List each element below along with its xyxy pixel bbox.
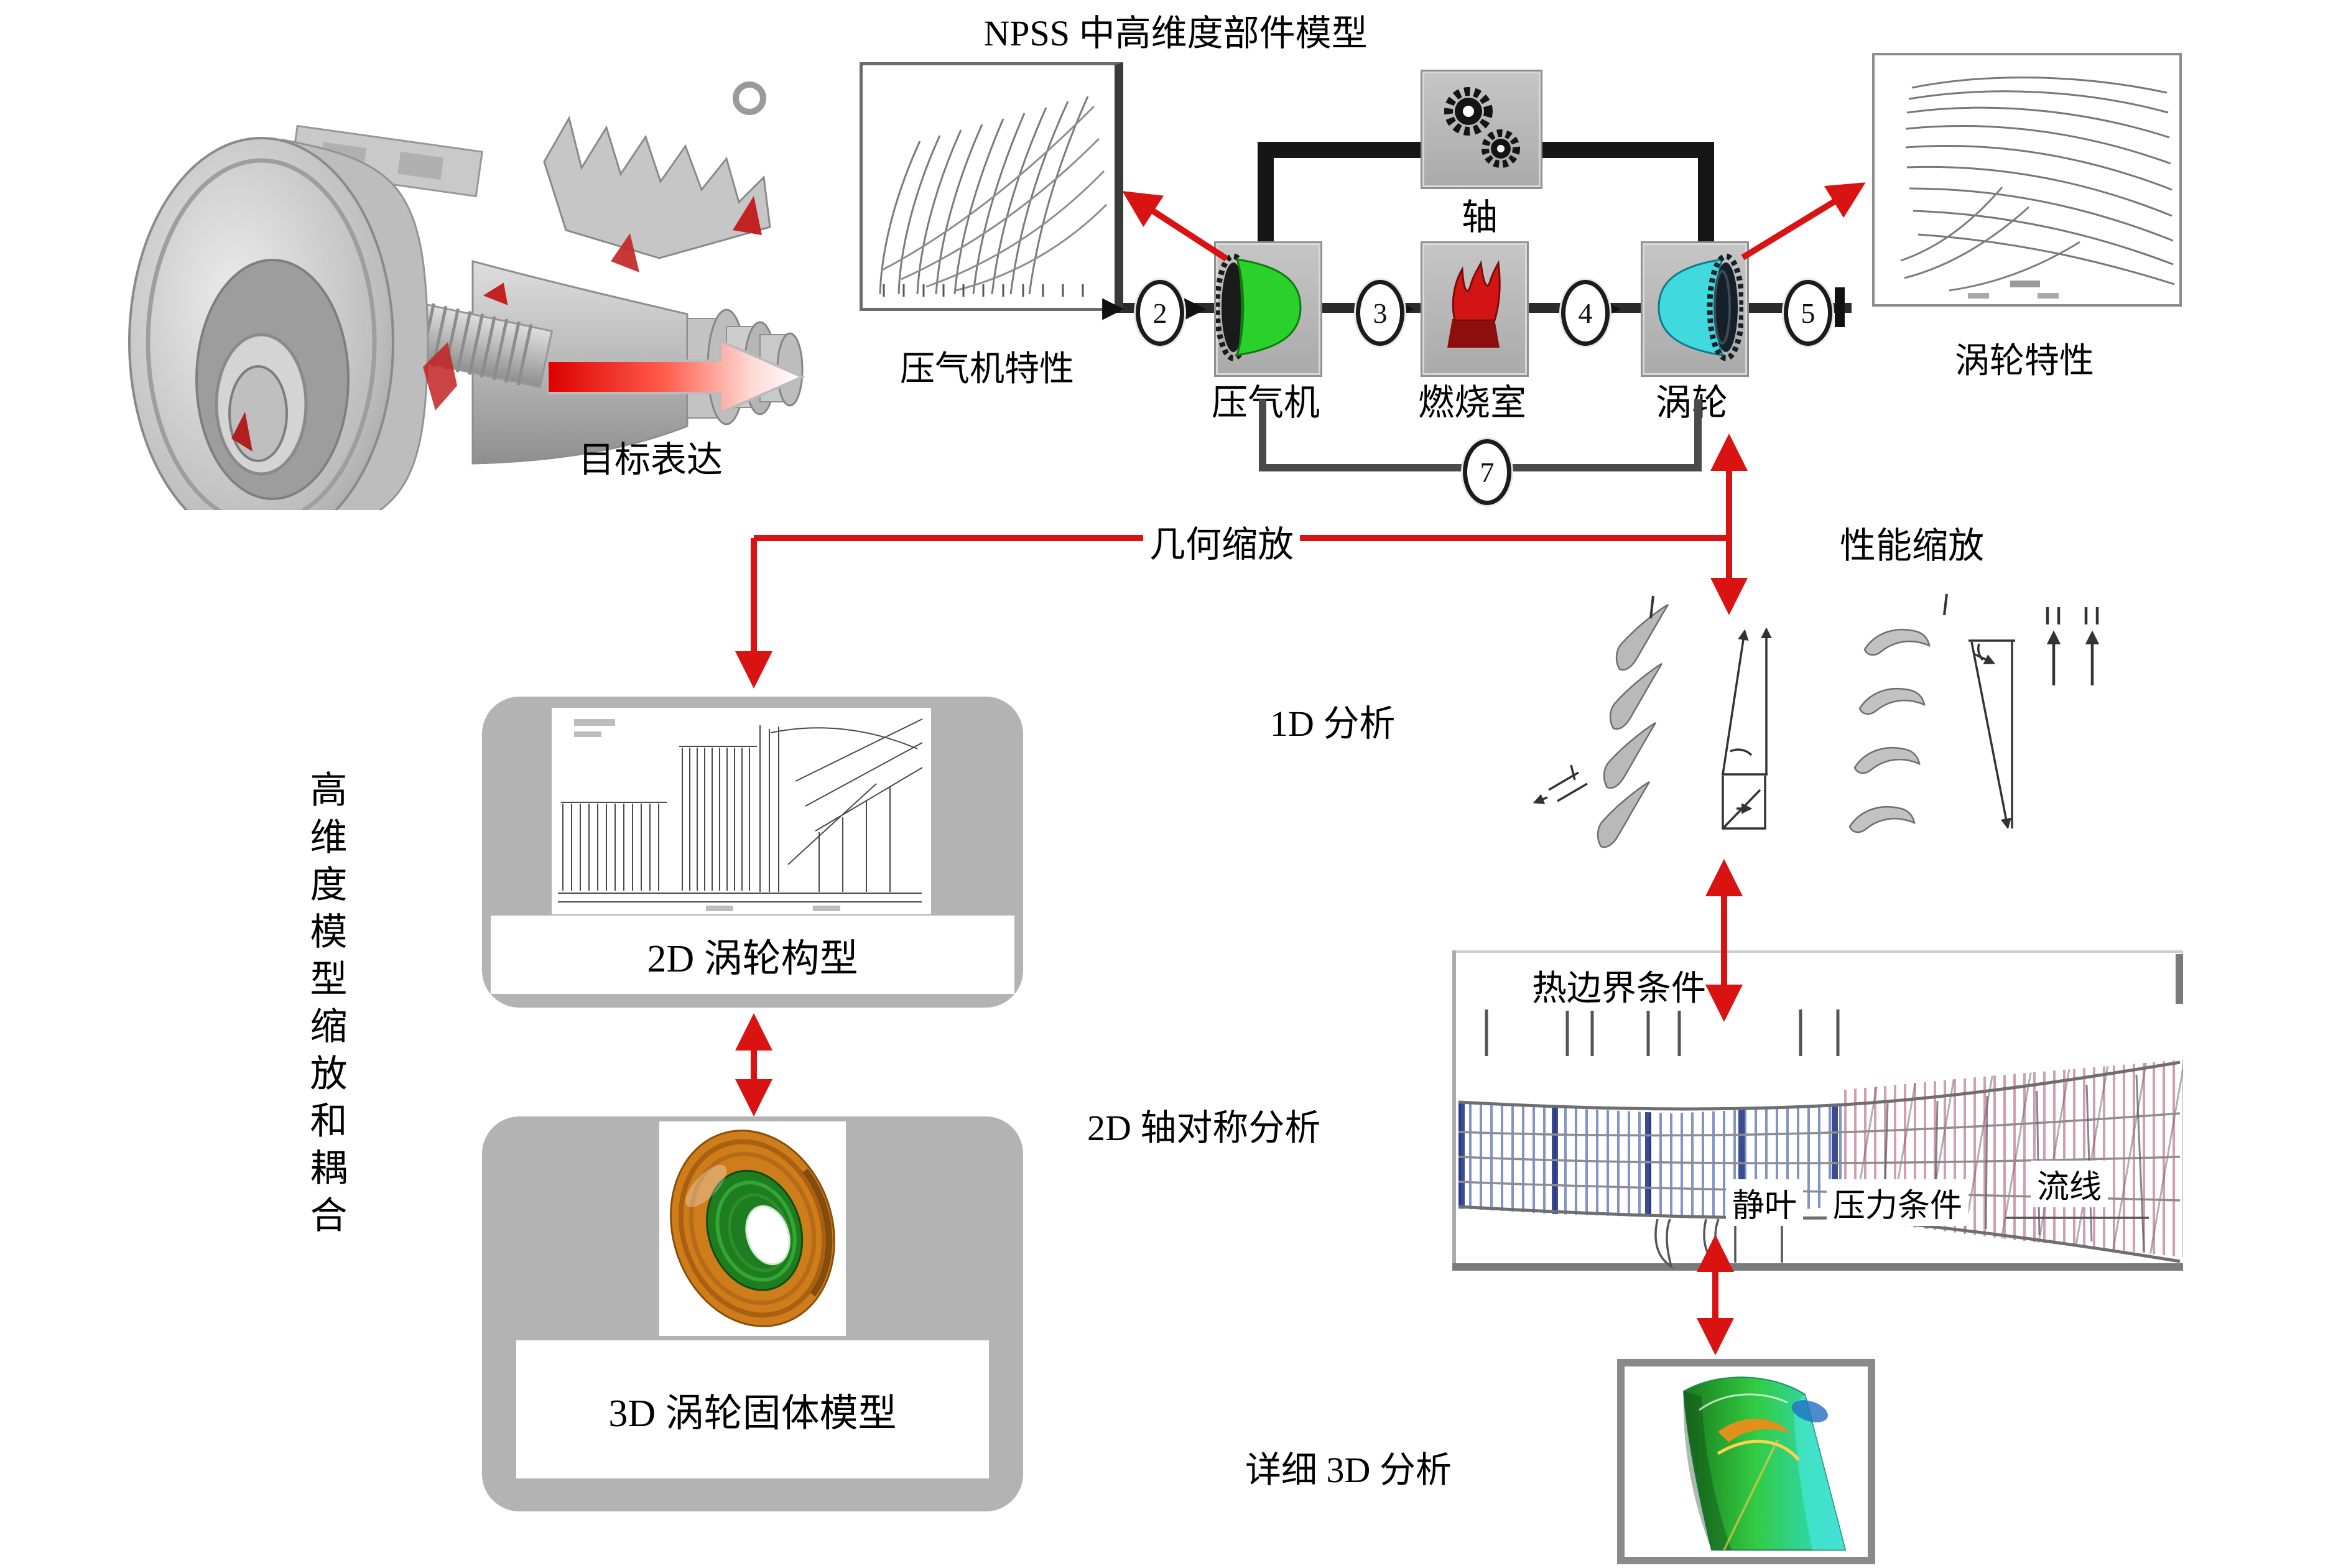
- arrow-turbine-to-map: [1741, 182, 1866, 261]
- station-number: 7: [1480, 456, 1495, 488]
- flow-end-cap: [1835, 287, 1845, 327]
- shaft-gears-box: [1421, 70, 1542, 189]
- turbine-map-panel: [1872, 53, 2182, 307]
- geometric-scaling-label: 几何缩放: [1143, 515, 1301, 567]
- goal-caption: 目标表达: [578, 440, 723, 480]
- station-circle-3: 3: [1356, 280, 1404, 346]
- analysis-1d-label: 1D 分析: [1270, 703, 1396, 744]
- engine-cutaway-image: [128, 81, 804, 510]
- performance-scaling-label: 性能缩放: [1840, 526, 1985, 566]
- blade-3d-render: [1682, 1376, 1847, 1551]
- loop-line-right: [1694, 399, 1702, 471]
- box-3d-label: 3D 涡轮固体模型: [608, 1393, 897, 1435]
- turbine-box: [1641, 241, 1749, 377]
- compressor-map-label: 压气机特性: [900, 350, 1074, 389]
- box-2d-label-band: 2D 涡轮构型: [491, 916, 1014, 994]
- flow-arrow-icon: ▶: [1184, 290, 1207, 323]
- turbine-disk-render: [659, 1121, 846, 1336]
- cascade-diagrams: [1533, 593, 2100, 848]
- flow-arrow-icon: ▶: [1102, 290, 1124, 323]
- box-2d-turbine-config: 2D 涡轮构型: [482, 697, 1023, 1008]
- blade-3d-panel: [1617, 1359, 1875, 1564]
- box-2d-label: 2D 涡轮构型: [647, 938, 858, 980]
- axisymmetric-panel: 热边界条件 静叶 压力条件 流线: [1452, 950, 2183, 1271]
- goal-arrow: [547, 338, 805, 415]
- compressor-icon: [1216, 253, 1302, 361]
- station-number: 5: [1801, 297, 1815, 329]
- shaft-label: 轴: [1461, 197, 1498, 238]
- turbine-label: 涡轮: [1655, 383, 1728, 423]
- station-circle-2: 2: [1136, 280, 1184, 346]
- turbine-map-label: 涡轮特性: [1955, 342, 2094, 381]
- analysis-3d-label: 详细 3D 分析: [1245, 1450, 1452, 1490]
- turbine-2d-drawing: [552, 708, 931, 914]
- stator-label: 静叶: [1726, 1179, 1804, 1226]
- shaft-line-right: [1698, 142, 1714, 244]
- streamline-label: 流线: [2031, 1161, 2108, 1207]
- combustor-flame-icon: [1447, 259, 1501, 348]
- compressor-map-curves: [879, 96, 1108, 297]
- turbine-map-curves: [1900, 77, 2175, 299]
- station-circle-5: 5: [1784, 280, 1832, 346]
- turbine-icon: [1658, 253, 1743, 361]
- combustor-label: 燃烧室: [1417, 383, 1526, 423]
- side-vertical-label: 高维度模型缩放和耦合: [305, 770, 346, 1243]
- compressor-map-panel: [860, 62, 1123, 311]
- gears-icon: [1444, 87, 1520, 168]
- thermal-bc-label: 热边界条件: [1526, 960, 1712, 1011]
- combustor-box: [1421, 241, 1529, 377]
- loop-line-left: [1259, 399, 1266, 471]
- station-number: 3: [1373, 297, 1388, 329]
- analysis-2d-label: 2D 轴对称分析: [1087, 1108, 1321, 1148]
- station-circle-4: 4: [1561, 280, 1610, 346]
- station-number: 4: [1578, 297, 1593, 329]
- box-3d-turbine-solid: 3D 涡轮固体模型: [482, 1116, 1023, 1511]
- compressor-box: [1214, 241, 1322, 377]
- page-title: NPSS 中高维度部件模型: [983, 13, 1368, 53]
- arrow-compressor-to-map: [1122, 191, 1228, 262]
- shaft-line-left: [1258, 142, 1274, 244]
- pressure-bc-label: 压力条件: [1827, 1179, 1969, 1226]
- station-number: 2: [1152, 297, 1167, 329]
- station-circle-7: 7: [1463, 439, 1511, 505]
- box-3d-label-band: 3D 涡轮固体模型: [516, 1340, 989, 1478]
